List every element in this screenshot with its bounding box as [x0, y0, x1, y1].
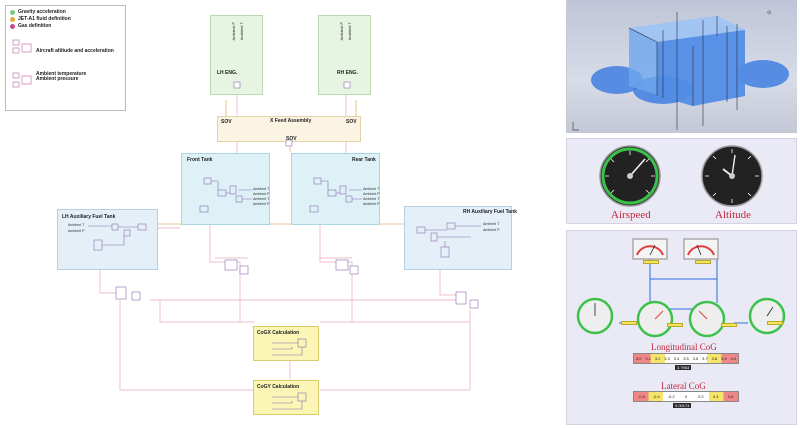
front-tank-port-3: Ambient P [253, 202, 270, 206]
lh-aux-port-p: Ambient P [68, 229, 85, 233]
ambient-pressure-label: Ambient pressure [36, 76, 79, 82]
legend-fluid-icon [10, 16, 15, 22]
longitudinal-cog-title: Longitudinal CoG [651, 342, 717, 352]
cog-label-tag [721, 323, 737, 327]
cogy-components [272, 392, 307, 410]
tank-3d-render: ⊙ [572, 10, 789, 131]
sov-bottom-label: SOV [286, 136, 297, 142]
rh-auxiliary-fuel-tank[interactable]: RH Auxiliary Fuel Tank Ambient T Ambient… [404, 206, 517, 270]
lateral-cog-scale: -0.6 -0.4 -0.2 0 0.2 0.4 0.6 [633, 391, 739, 402]
legend-gas: Gas definition [10, 23, 51, 29]
lh-aux-port-t: Ambient T [68, 223, 85, 227]
legend-signal-sources [12, 39, 32, 88]
lateral-cog-title: Lateral CoG [661, 381, 706, 391]
altitude-caption: Altitude [715, 209, 752, 221]
rear-tank-components [309, 177, 362, 213]
lh-auxiliary-fuel-tank[interactable]: LH Auxiliary Fuel Tank Ambient T Ambient… [57, 209, 158, 270]
front-tank-port-1: Ambient P [253, 192, 270, 196]
cogy-calculation-block[interactable]: CoGY Calculation [253, 380, 319, 415]
legend-gravity: Gravity acceleration [10, 9, 66, 15]
longitudinal-cog-scale: 3.0 3.1 3.2 3.3 3.4 3.5 3.6 3.7 3.8 3.9 … [633, 353, 739, 364]
rh-aux-tank-shape [737, 60, 789, 88]
lh-engine-label: LH ENG. [217, 70, 238, 76]
rh-engine-block[interactable]: Ambient P Ambient T RH ENG. [318, 15, 371, 95]
legend-panel: Gravity acceleration JET-A1 fluid defini… [5, 5, 126, 111]
rh-engine-label: RH ENG. [337, 70, 358, 76]
legend-jet-a1: JET-A1 fluid definition [10, 16, 71, 22]
sensor-components [115, 81, 479, 309]
front-tank-port-2: Ambient T [253, 197, 270, 201]
x-feed-title: X Feed Assembly [270, 118, 312, 124]
airspeed-gauge [599, 145, 661, 207]
front-tank[interactable]: Front Tank Ambient T Ambient P Ambient T… [181, 153, 270, 225]
rear-tank-title: Rear Tank [352, 157, 376, 163]
cog-label-tag [643, 260, 659, 264]
cog-label-tag [667, 323, 683, 327]
rear-tank-port-1: Ambient P [363, 192, 380, 196]
tank-3d-view[interactable]: ⊙ [566, 0, 797, 133]
rh-aux-port-t: Ambient T [483, 222, 500, 226]
cog-label-tag [767, 321, 783, 325]
longitudinal-cog-readout: 3.7963 [675, 365, 692, 370]
airspeed-caption: Airspeed [611, 209, 651, 221]
lh-aux-components [88, 223, 147, 251]
main-tank-top [629, 16, 745, 42]
cogx-title: CoGX Calculation [257, 330, 300, 336]
cog-gauge-network [576, 238, 786, 338]
ambient-temperature-label: Ambient temperature [36, 71, 87, 77]
front-tank-port-0: Ambient T [253, 187, 270, 191]
legend-gravity-icon [10, 9, 15, 15]
x-feed-assembly[interactable]: X Feed Assembly SOV SOV SOV [217, 116, 361, 142]
cogx-calculation-block[interactable]: CoGX Calculation [253, 326, 319, 361]
legend-gas-icon [10, 23, 15, 29]
lateral-cog-readout: 0.00174 [673, 403, 692, 408]
front-tank-components [199, 177, 252, 213]
rear-tank-port-3: Ambient P [363, 202, 380, 206]
cog-indicator-panel: Longitudinal CoG 3.0 3.1 3.2 3.3 3.4 3.5… [566, 230, 797, 425]
lh-engine-block[interactable]: Ambient P Ambient T LH ENG. [210, 15, 263, 95]
lh-aux-tank-title: LH Auxiliary Fuel Tank [62, 214, 116, 220]
rh-aux-components [416, 222, 481, 258]
altitude-acceleration-label: Aircraft altitude and acceleration [36, 48, 114, 54]
front-tank-title: Front Tank [187, 157, 213, 163]
rh-aux-tank-title: RH Auxiliary Fuel Tank [463, 209, 517, 215]
main-tank-side [657, 30, 745, 106]
cog-label-tag [695, 260, 711, 264]
sov-left-label: SOV [221, 119, 232, 125]
rh-aux-port-p: Ambient P [483, 228, 500, 232]
cogx-components [272, 338, 307, 356]
rear-tank-port-2: Ambient T [363, 197, 380, 201]
cog-label-tag [621, 321, 637, 325]
sov-right-label: SOV [346, 119, 357, 125]
rear-tank[interactable]: Rear Tank Ambient T Ambient P Ambient T … [291, 153, 380, 225]
altitude-gauge [701, 145, 763, 207]
svg-text:⊙: ⊙ [767, 10, 771, 16]
cogy-title: CoGY Calculation [257, 384, 300, 390]
rear-tank-port-0: Ambient T [363, 187, 380, 191]
flight-gauges-panel: Airspeed Altitude [566, 138, 797, 224]
